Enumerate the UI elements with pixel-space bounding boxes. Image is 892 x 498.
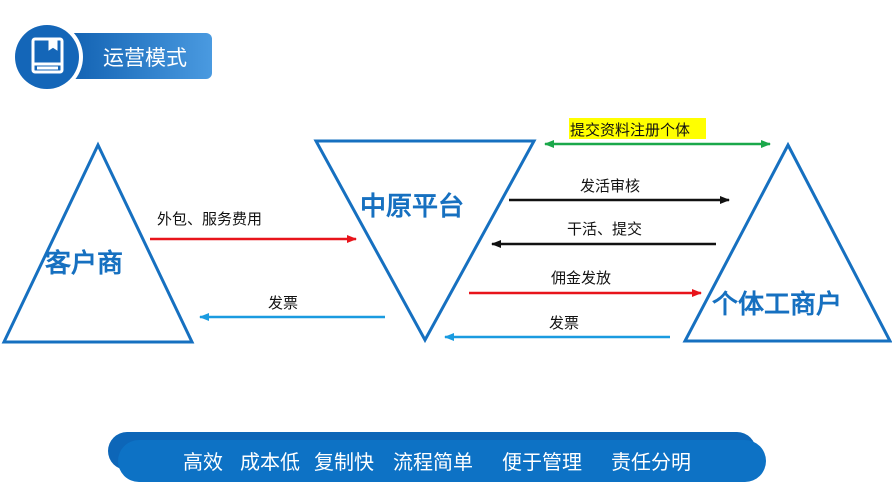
individual-triangle	[682, 141, 892, 343]
advantage-item: 便于管理	[502, 450, 582, 474]
outsourcing-fee-label: 外包、服务费用	[157, 210, 262, 228]
invoice-right-label: 发票	[549, 314, 579, 332]
icon-circle	[15, 25, 79, 89]
advantage-item: 高效	[183, 450, 223, 474]
dispatch-review-label: 发活审核	[580, 177, 640, 195]
header-title: 运营模式	[103, 46, 187, 70]
banner-front	[118, 440, 766, 482]
individual-label: 个体工商户	[712, 289, 842, 320]
advantage-item: 复制快	[314, 450, 374, 474]
platform-triangle	[313, 139, 537, 344]
advantages-banner: 高效 成本低 复制快 流程简单 便于管理 责任分明	[108, 432, 766, 482]
platform-label: 中原平台	[360, 191, 464, 222]
commission-label: 佣金发放	[551, 269, 611, 287]
advantage-item: 成本低	[240, 450, 300, 474]
invoice-left-label: 发票	[268, 294, 298, 312]
register-label: 提交资料注册个体	[570, 121, 690, 139]
book-icon	[31, 37, 64, 74]
advantage-item: 责任分明	[611, 450, 691, 474]
customer-triangle	[1, 141, 195, 344]
header-bar	[62, 33, 212, 79]
advantage-item: 流程简单	[393, 450, 473, 474]
work-submit-label: 干活、提交	[567, 220, 642, 238]
register-highlight	[569, 118, 706, 139]
customer-label: 客户商	[45, 248, 123, 279]
section-header: 运营模式	[11, 21, 212, 93]
